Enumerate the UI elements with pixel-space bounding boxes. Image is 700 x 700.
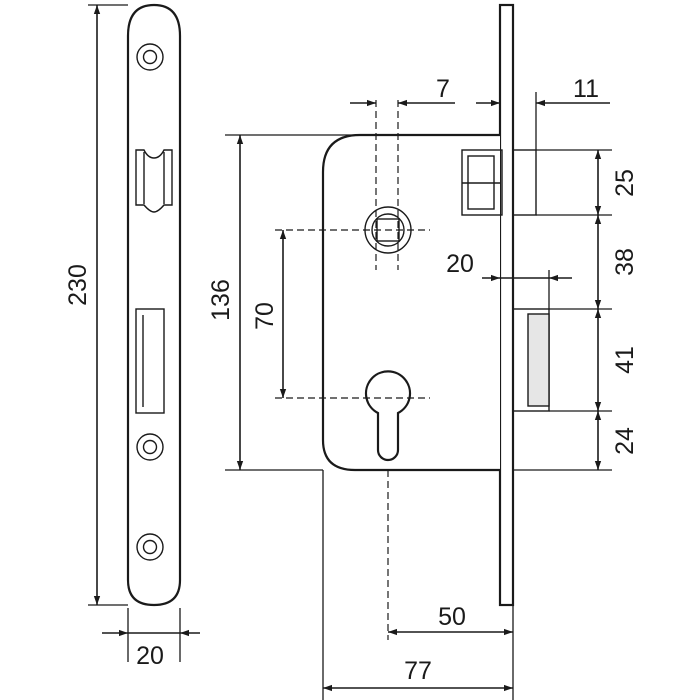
dimension-label-20-throw: 20 bbox=[446, 250, 474, 278]
lock-body bbox=[321, 133, 500, 472]
dimension-label-41: 41 bbox=[611, 346, 639, 374]
dimension-label-25: 25 bbox=[611, 169, 639, 197]
dimension-label-77: 77 bbox=[404, 657, 432, 685]
dimension-faceplate-length: 230 bbox=[64, 4, 128, 606]
dimension-label-50: 50 bbox=[438, 603, 466, 631]
dead-bolt bbox=[512, 308, 550, 412]
screw-hole-middle bbox=[136, 433, 164, 461]
dimension-handle-offset: 7 bbox=[350, 75, 455, 107]
dimension-label-38: 38 bbox=[611, 248, 639, 276]
dimension-handle-to-cylinder: 70 bbox=[251, 230, 287, 398]
latch-opening bbox=[135, 149, 173, 213]
bolt-opening bbox=[135, 308, 165, 414]
screw-hole-bottom bbox=[136, 533, 164, 561]
screw-hole-top bbox=[136, 43, 164, 71]
faceplate-outline bbox=[126, 3, 182, 607]
faceplate-front-view bbox=[126, 3, 182, 607]
forend-plate bbox=[498, 3, 515, 607]
dimension-backset: 50 bbox=[388, 470, 514, 700]
latch-bolt bbox=[461, 149, 537, 216]
dimension-bolt-throw: 20 bbox=[446, 250, 572, 309]
dimension-label-11: 11 bbox=[573, 75, 599, 103]
dimension-label-20-width: 20 bbox=[136, 642, 164, 670]
dimension-label-136: 136 bbox=[207, 279, 235, 321]
lock-case-side-view bbox=[275, 3, 550, 640]
dimension-label-7: 7 bbox=[436, 75, 450, 103]
dimension-case-height: 136 bbox=[207, 134, 355, 471]
dimension-faceplate-width: 20 bbox=[102, 608, 200, 670]
dimension-chain-right: 25 38 41 24 bbox=[513, 149, 639, 471]
dimension-case-depth: 77 bbox=[322, 470, 513, 700]
dimension-label-230: 230 bbox=[64, 264, 92, 306]
dimension-forend-thickness: 11 bbox=[476, 75, 610, 150]
cylinder-cutout bbox=[364, 370, 412, 462]
dimension-label-70: 70 bbox=[251, 302, 279, 330]
dimension-label-24: 24 bbox=[611, 427, 639, 455]
